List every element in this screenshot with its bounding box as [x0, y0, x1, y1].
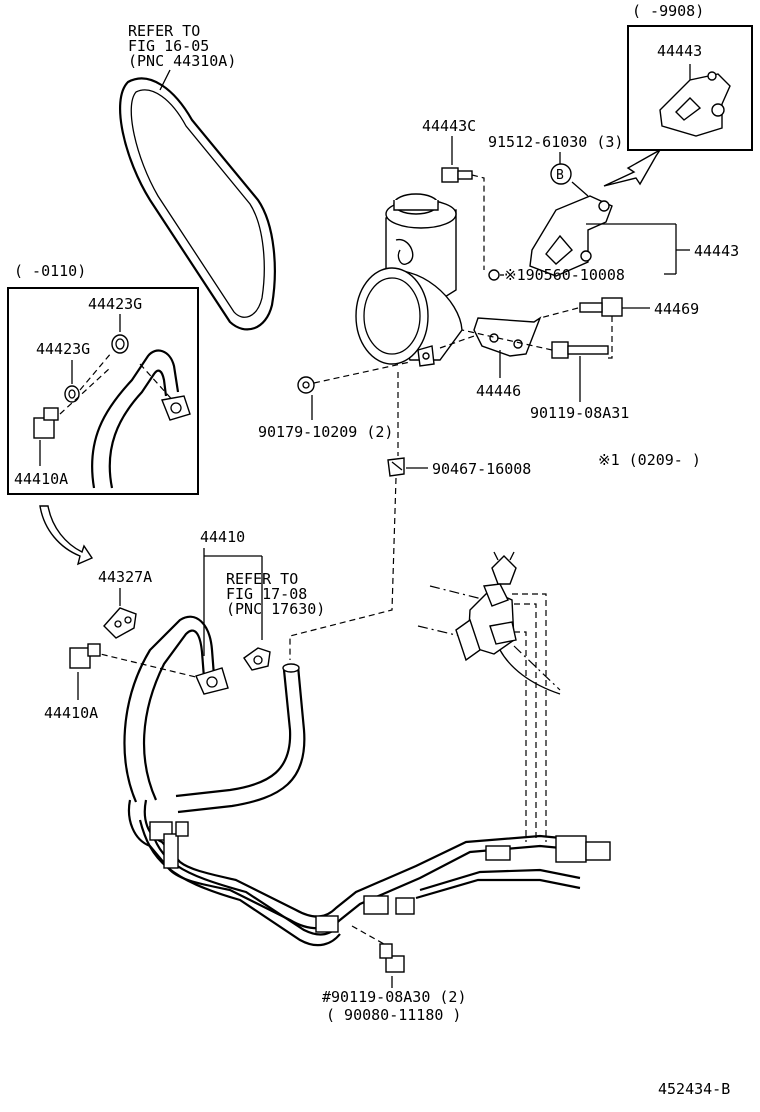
label-44327a: 44327A: [98, 568, 152, 586]
bolt-90119-a30-icon: [379, 943, 405, 973]
label-90119-08a30: #90119-08A30 (2): [322, 988, 467, 1006]
label-190560: ※190560-10008: [504, 266, 625, 284]
nut-90179-icon: [297, 376, 315, 394]
sensor-note-line3: (PNC 17630): [226, 600, 325, 618]
label-44443: 44443: [694, 242, 739, 260]
drive-belt: [119, 77, 276, 331]
pressure-hose-icon: [123, 615, 229, 803]
inset-left-range: ( -0110): [14, 262, 86, 280]
washer-left-icon: [64, 385, 80, 403]
bolt-icon: [441, 167, 473, 183]
clamp-44327a-icon: [103, 607, 137, 639]
o-ring-icon: [111, 334, 129, 354]
mark-b-circle: [550, 163, 572, 185]
mark-b: B: [556, 168, 564, 183]
adjusting-bar-icon: [473, 316, 542, 357]
belt-note-line3: (PNC 44310A): [128, 52, 236, 70]
power-steering-pump-icon: [355, 193, 463, 367]
label-44446: 44446: [476, 382, 521, 400]
pressure-sensor-icon: [243, 647, 271, 671]
bolt-90119-a31-icon: [551, 341, 609, 359]
belt-note-line1: REFER TO: [128, 22, 200, 40]
label-44443c: 44443C: [422, 117, 476, 135]
inset-top-range: ( -9908): [632, 2, 704, 20]
inset-left-part-b: 44423G: [36, 340, 90, 358]
note-1: ※1 (0209- ): [598, 451, 701, 469]
inset-top-box: [627, 25, 753, 151]
return-hose-icon: [175, 663, 306, 814]
inset-left-part-a: 44423G: [88, 295, 142, 313]
union-bolt-icon: [33, 407, 59, 439]
label-44469: 44469: [654, 300, 699, 318]
tube-fitting-icon: [149, 821, 611, 933]
sensor-note-line2: FIG 17-08: [226, 585, 307, 603]
label-90179: 90179-10209 (2): [258, 423, 393, 441]
clamp-90467-icon: [387, 457, 405, 477]
union-bolt-44410a-icon: [69, 643, 101, 669]
label-91512: 91512-61030 (3): [488, 133, 623, 151]
sensor-note-line1: REFER TO: [226, 570, 298, 588]
label-44410a: 44410A: [44, 704, 98, 722]
steering-gear-icon: [417, 551, 561, 695]
steel-tube-icon: [127, 799, 583, 947]
pump-bracket-icon: [529, 195, 613, 277]
inset-left-box: [7, 287, 199, 495]
washer-icon: [488, 269, 500, 281]
figure-code: 452434-B: [658, 1080, 730, 1098]
bolt-44469-icon: [579, 297, 623, 317]
inset-top-part: 44443: [657, 42, 702, 60]
curved-arrow-icon: [39, 505, 94, 566]
label-44410: 44410: [200, 528, 245, 546]
arrow-icon: [603, 149, 661, 187]
hose-inset-icon: [90, 349, 191, 489]
label-90119-08a31: 90119-08A31: [530, 404, 629, 422]
bracket-icon: [659, 71, 731, 137]
inset-left-part-c: 44410A: [14, 470, 68, 488]
label-90467: 90467-16008: [432, 460, 531, 478]
label-90080-11180: ( 90080-11180 ): [326, 1006, 461, 1024]
belt-note-line2: FIG 16-05: [128, 37, 209, 55]
